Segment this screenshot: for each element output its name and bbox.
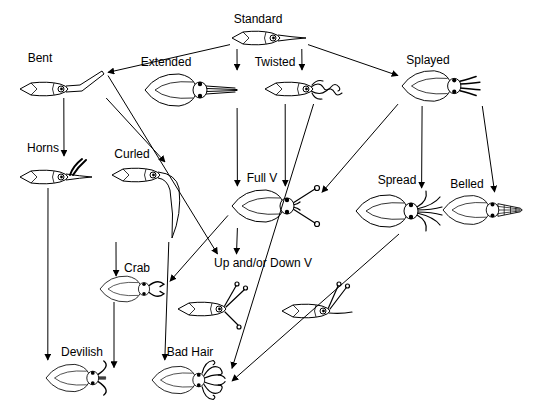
arrow-connector xyxy=(308,45,398,76)
squid-full-v xyxy=(232,186,320,227)
squid-splayed xyxy=(402,71,480,102)
posture-label: Crab xyxy=(124,261,150,275)
arrow-connector xyxy=(108,76,218,254)
arrow-connector xyxy=(47,188,48,360)
arrow-connector xyxy=(236,228,238,254)
squid-belled xyxy=(443,196,522,225)
posture-label: Belled xyxy=(450,177,483,191)
arrow-connector xyxy=(116,242,117,276)
squid-devilish xyxy=(46,361,106,395)
posture-node: Splayed xyxy=(398,68,484,106)
arrow-connector xyxy=(106,98,165,162)
posture-node: Belled xyxy=(440,192,524,228)
squid-up-v xyxy=(282,282,352,318)
arrow-connector xyxy=(165,242,169,360)
squid-standard xyxy=(232,31,306,45)
arrow-connector xyxy=(237,108,238,186)
posture-label: Twisted xyxy=(255,55,296,69)
posture-label: Splayed xyxy=(406,53,449,67)
squid-twisted xyxy=(265,81,342,100)
posture-label: Horns xyxy=(27,141,59,155)
posture-node: Full V xyxy=(228,186,322,228)
posture-label: Bent xyxy=(28,51,53,65)
squid-crab xyxy=(100,276,164,302)
squid-horns xyxy=(20,159,92,184)
arrow-connector xyxy=(285,104,286,186)
posture-node: Crab xyxy=(100,276,170,302)
arrow-connector xyxy=(170,215,228,281)
posture-label: Bad Hair xyxy=(167,345,214,359)
arrow-connector xyxy=(301,49,302,70)
arrow-connector xyxy=(232,104,314,368)
posture-node: Bad Hair xyxy=(148,360,232,402)
posture-node: Standard xyxy=(230,27,308,49)
arrow-connector xyxy=(114,302,115,368)
squid-bad-hair xyxy=(152,360,225,399)
squid-spread xyxy=(356,191,442,231)
posture-label: Up and/or Down V xyxy=(214,256,312,270)
arrow-connector xyxy=(108,45,230,73)
squid-extended xyxy=(145,74,237,106)
posture-label: Spread xyxy=(378,173,417,187)
posture-label: Curled xyxy=(114,147,149,161)
posture-label: Extended xyxy=(141,55,192,69)
posture-node: Devilish xyxy=(42,360,114,398)
arrow-connector xyxy=(482,106,494,192)
posture-node: Up and/or Down V xyxy=(170,254,360,334)
posture-node: Horns xyxy=(16,156,96,188)
arrow-connector xyxy=(63,98,64,156)
squid-up-down-v xyxy=(178,282,248,329)
posture-node: Spread xyxy=(352,188,446,234)
posture-node: Twisted xyxy=(262,70,348,104)
posture-node: Curled xyxy=(108,162,184,242)
posture-node: Extended xyxy=(142,70,240,108)
posture-label: Full V xyxy=(247,171,278,185)
squid-bent xyxy=(20,71,104,96)
posture-label: Standard xyxy=(234,12,283,26)
squid-curled xyxy=(112,168,180,238)
posture-label: Devilish xyxy=(61,345,103,359)
arrow-connector xyxy=(237,49,238,70)
posture-node: Bent xyxy=(16,66,108,98)
arrow-connector xyxy=(421,106,423,188)
